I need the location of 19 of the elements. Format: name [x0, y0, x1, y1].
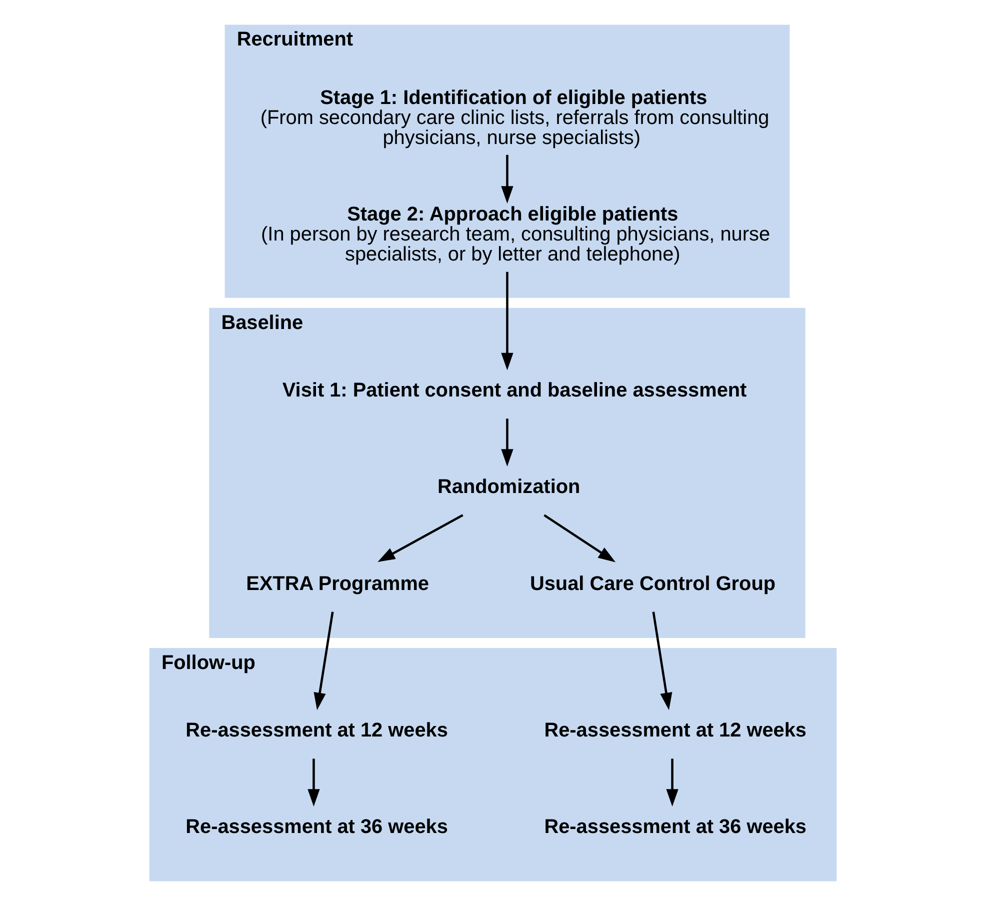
node-text: Stage 1: Identification of eligible patients (From secondary care clinic lists, referrals from consulting physicians, nurse specialists) [260, 86, 769, 149]
node-text: Usual Care Control Group [529, 572, 776, 595]
arrow [307, 758, 320, 807]
arrow [500, 418, 513, 466]
arrow [543, 514, 616, 562]
node-text: Re-assessment at 12 weeks [185, 719, 448, 742]
arrow [500, 154, 513, 204]
arrow [377, 514, 463, 562]
node-text: Re-assessment at 36 weeks [544, 816, 806, 838]
arrow [666, 758, 678, 807]
node-text: Re-assessment at 36 weeks [185, 816, 448, 838]
node-text: Visit 1: Patient consent and baseline assessment [282, 379, 746, 402]
node-text: Stage 2: Approach eligible patients (In person by research team, consulting physicians, nurse specialists, or by letter and telephone) [260, 204, 770, 266]
arrow [652, 612, 672, 710]
node-text: EXTRA Programme [246, 572, 429, 595]
arrow [313, 612, 334, 710]
arrow [500, 272, 513, 370]
node-text: Randomization [437, 476, 580, 498]
node-text: Re-assessment at 12 weeks [544, 719, 806, 742]
